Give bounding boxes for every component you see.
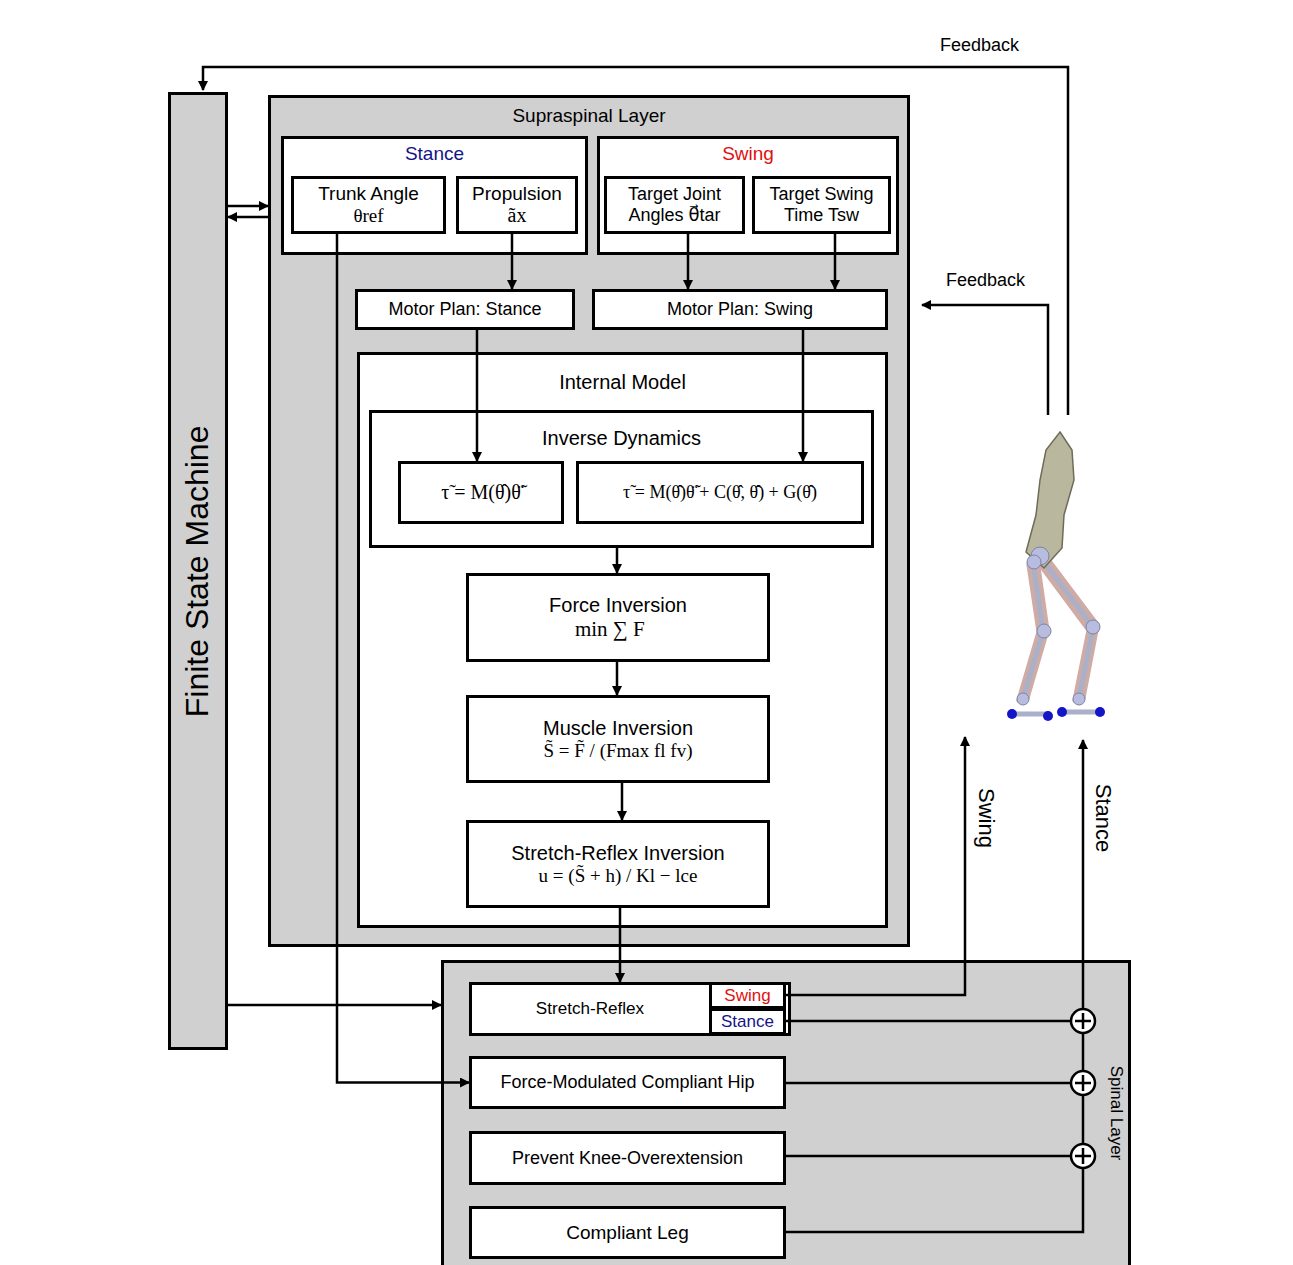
phase-group: SwingTarget Joint Angles θ⃗tar Target Swi… — [597, 136, 899, 255]
box-label: Stance — [721, 1012, 774, 1032]
signal-label: Stance — [1090, 782, 1116, 855]
formula-text: min ∑ F⃗ — [571, 617, 665, 641]
box-label: Propulsion — [472, 183, 562, 205]
box-label: Target Swing Time Tsw — [755, 184, 888, 225]
box-label: Stretch-Reflex Inversion — [511, 842, 724, 865]
formula-text: θref — [349, 205, 387, 227]
connector-arrow — [337, 234, 469, 1083]
connector-arrow — [621, 783, 624, 820]
layer-panel: Supraspinal LayerStanceTrunk AngleθrefPr… — [268, 95, 910, 947]
phase-tag: Stance — [709, 1008, 786, 1035]
equation-box: τ̃ = M(θ̂)θ̈̃ — [398, 461, 564, 524]
formula-text: τ̃ = M(θ̂)θ̈̃ — [437, 481, 525, 504]
box-label: Swing — [724, 986, 770, 1006]
sum-junctions — [1071, 1009, 1095, 1168]
box-label: Finite State Machine — [180, 425, 217, 717]
box-label: Target Joint Angles θ⃗tar — [607, 184, 742, 225]
model-panel: Internal ModelInverse Dynamics τ̃ = M(θ̂)… — [357, 352, 888, 928]
reflex-box: Stretch-Reflex SwingStance — [469, 982, 791, 1036]
signal-label: Swing — [973, 786, 999, 850]
box-label: Supraspinal Layer — [271, 105, 907, 127]
box-label: Muscle Inversion — [543, 717, 693, 740]
reflex-box: Force-Modulated Compliant Hip — [469, 1056, 786, 1109]
musculoskeletal-model — [1007, 432, 1105, 721]
parameter-box: Target Joint Angles θ⃗tar — [604, 176, 745, 234]
sum-input-lines — [786, 1021, 1071, 1156]
reflex-box: Prevent Knee-Overextension — [469, 1131, 786, 1185]
connector-arrow — [228, 216, 268, 219]
box-label: Compliant Leg — [566, 1222, 689, 1244]
parameter-box: Trunk Angleθref — [291, 176, 446, 234]
connector-arrow — [228, 205, 268, 208]
connector-arrow — [802, 330, 805, 461]
feedback-line — [203, 67, 1068, 415]
box-label: Stance — [284, 143, 585, 165]
box-label: Inverse Dynamics — [372, 427, 871, 450]
swing-output-line — [786, 737, 965, 995]
process-box: Motor Plan: Stance — [355, 289, 575, 330]
parameter-box: Propulsionãx — [456, 176, 578, 234]
formula-text: ãx — [504, 204, 531, 227]
box-label: Force-Modulated Compliant Hip — [500, 1072, 754, 1093]
feedback-line — [922, 305, 1048, 415]
connector-arrow — [834, 234, 837, 289]
connector-arrow — [687, 234, 690, 289]
parameter-box: Target Swing Time Tsw — [752, 176, 891, 234]
box-label: Force Inversion — [549, 594, 687, 617]
phase-group: StanceTrunk AngleθrefPropulsionãx — [281, 136, 588, 255]
process-box: Force Inversionmin ∑ F⃗ — [466, 573, 770, 662]
process-box: Muscle InversionS̃ = F̃ / (Fmax fl fv) — [466, 695, 770, 783]
formula-text: S̃ = F̃ / (Fmax fl fv) — [540, 740, 697, 762]
signal-label: Feedback — [938, 35, 1021, 56]
box-label: Prevent Knee-Overextension — [512, 1148, 743, 1169]
connector-arrow — [619, 908, 622, 982]
equation-box: τ̃ = M(θ̂)θ̈̃ + C(θ̂, θ̂̇) + G(θ̂) — [576, 461, 864, 524]
box-label: Trunk Angle — [318, 183, 419, 205]
connector-arrow — [476, 330, 479, 461]
box-label: Spinal Layer — [1106, 1066, 1126, 1161]
reflex-box: Compliant Leg — [469, 1206, 786, 1259]
signal-label: Feedback — [944, 270, 1027, 291]
layer-panel: Spinal Layer Stretch-Reflex SwingStanceFor… — [441, 960, 1131, 1265]
connector-arrow — [616, 662, 619, 695]
connector-arrow — [511, 234, 514, 289]
box-label: Stretch-Reflex — [536, 999, 644, 1019]
formula-text: u = (S̃ + h) / Kl − lce — [535, 865, 702, 887]
stance-output-line — [786, 740, 1083, 1232]
state-machine-bar: Finite State Machine — [168, 92, 228, 1050]
connector-arrow — [616, 548, 619, 573]
phase-tag: Swing — [709, 982, 786, 1009]
box-label: Swing — [600, 143, 896, 165]
connector-arrow — [228, 1004, 441, 1007]
box-label: Motor Plan: Stance — [388, 299, 541, 320]
box-label: Motor Plan: Swing — [667, 299, 813, 320]
process-box: Motor Plan: Swing — [592, 289, 888, 330]
process-box: Stretch-Reflex Inversionu = (S̃ + h) / K… — [466, 820, 770, 908]
formula-text: τ̃ = M(θ̂)θ̈̃ + C(θ̂, θ̂̇) + G(θ̂) — [619, 482, 821, 503]
box-label: Internal Model — [360, 371, 885, 394]
process-group: Inverse Dynamics τ̃ = M(θ̂)θ̈̃ τ̃ = M(θ̂)θ… — [369, 410, 874, 548]
